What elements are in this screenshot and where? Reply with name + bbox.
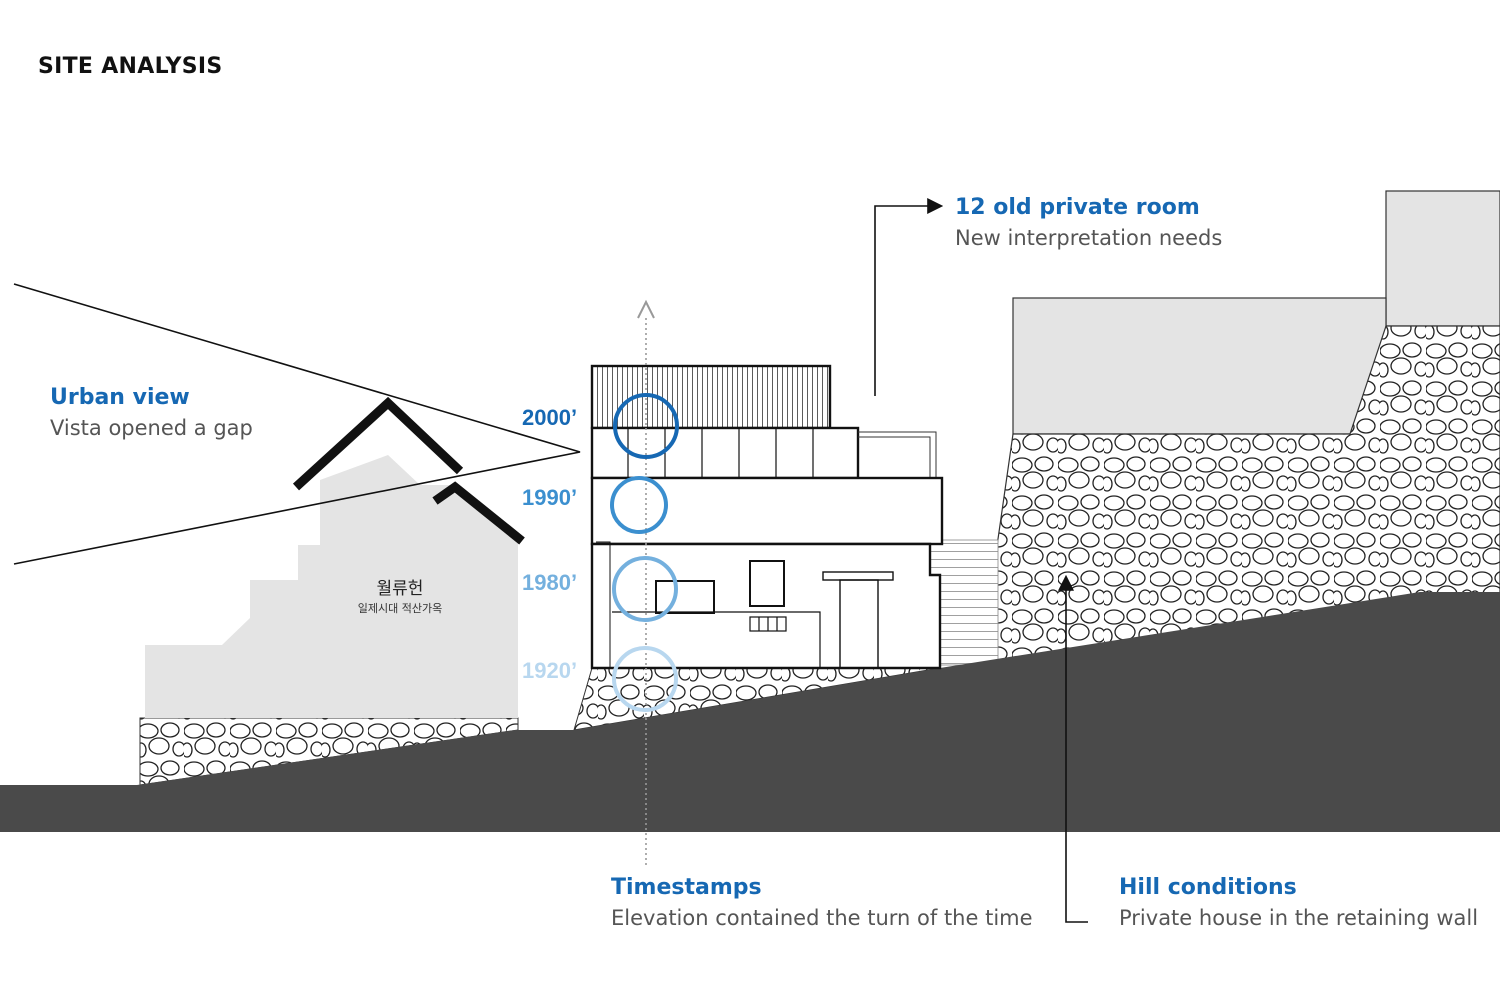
timestamps-sub: Elevation contained the turn of the time [611, 906, 1033, 930]
hill-conditions-sub: Private house in the retaining wall [1119, 906, 1479, 930]
timestamps-note: Timestamps Elevation contained the turn … [611, 873, 1033, 933]
timestamp-circle-1920 [612, 646, 678, 712]
page-title: SITE ANALYSIS [38, 54, 223, 79]
room-leader [874, 198, 944, 396]
timestamp-circle-1980 [612, 556, 678, 622]
house-section [590, 364, 944, 670]
upper-building [1012, 297, 1387, 435]
timestamp-label-1990: 1990’ [522, 485, 577, 510]
ground [0, 592, 1500, 832]
urban-view-heading: Urban view [50, 385, 190, 410]
hill-conditions-note: Hill conditions Private house in the ret… [1119, 873, 1478, 933]
vista-lines [13, 283, 581, 565]
private-room-heading: 12 old private room [955, 195, 1200, 220]
roof-main [292, 396, 464, 491]
house-description: 일제시대 적산가옥 [358, 601, 442, 615]
old-house [145, 455, 518, 718]
timeline-arrow-icon [637, 299, 655, 319]
timestamp-label-1920: 1920’ [522, 658, 577, 683]
timestamps-heading: Timestamps [611, 875, 762, 900]
upper-building-tall [1385, 190, 1500, 327]
private-room-sub: New interpretation needs [955, 226, 1223, 250]
timestamp-circle-1990 [610, 476, 668, 534]
timestamp-circle-2000 [613, 393, 679, 459]
urban-view-sub: Vista opened a gap [50, 416, 253, 440]
roof-secondary [432, 481, 525, 545]
hill-leader [1058, 574, 1088, 923]
urban-view-note: Urban view Vista opened a gap [50, 383, 253, 443]
house-name: 월류헌 [377, 579, 424, 599]
timestamp-label-2000: 2000’ [522, 405, 577, 430]
timestamp-label-1980: 1980’ [522, 570, 577, 595]
hill-conditions-heading: Hill conditions [1119, 875, 1297, 900]
private-room-note: 12 old private room New interpretation n… [955, 193, 1222, 253]
